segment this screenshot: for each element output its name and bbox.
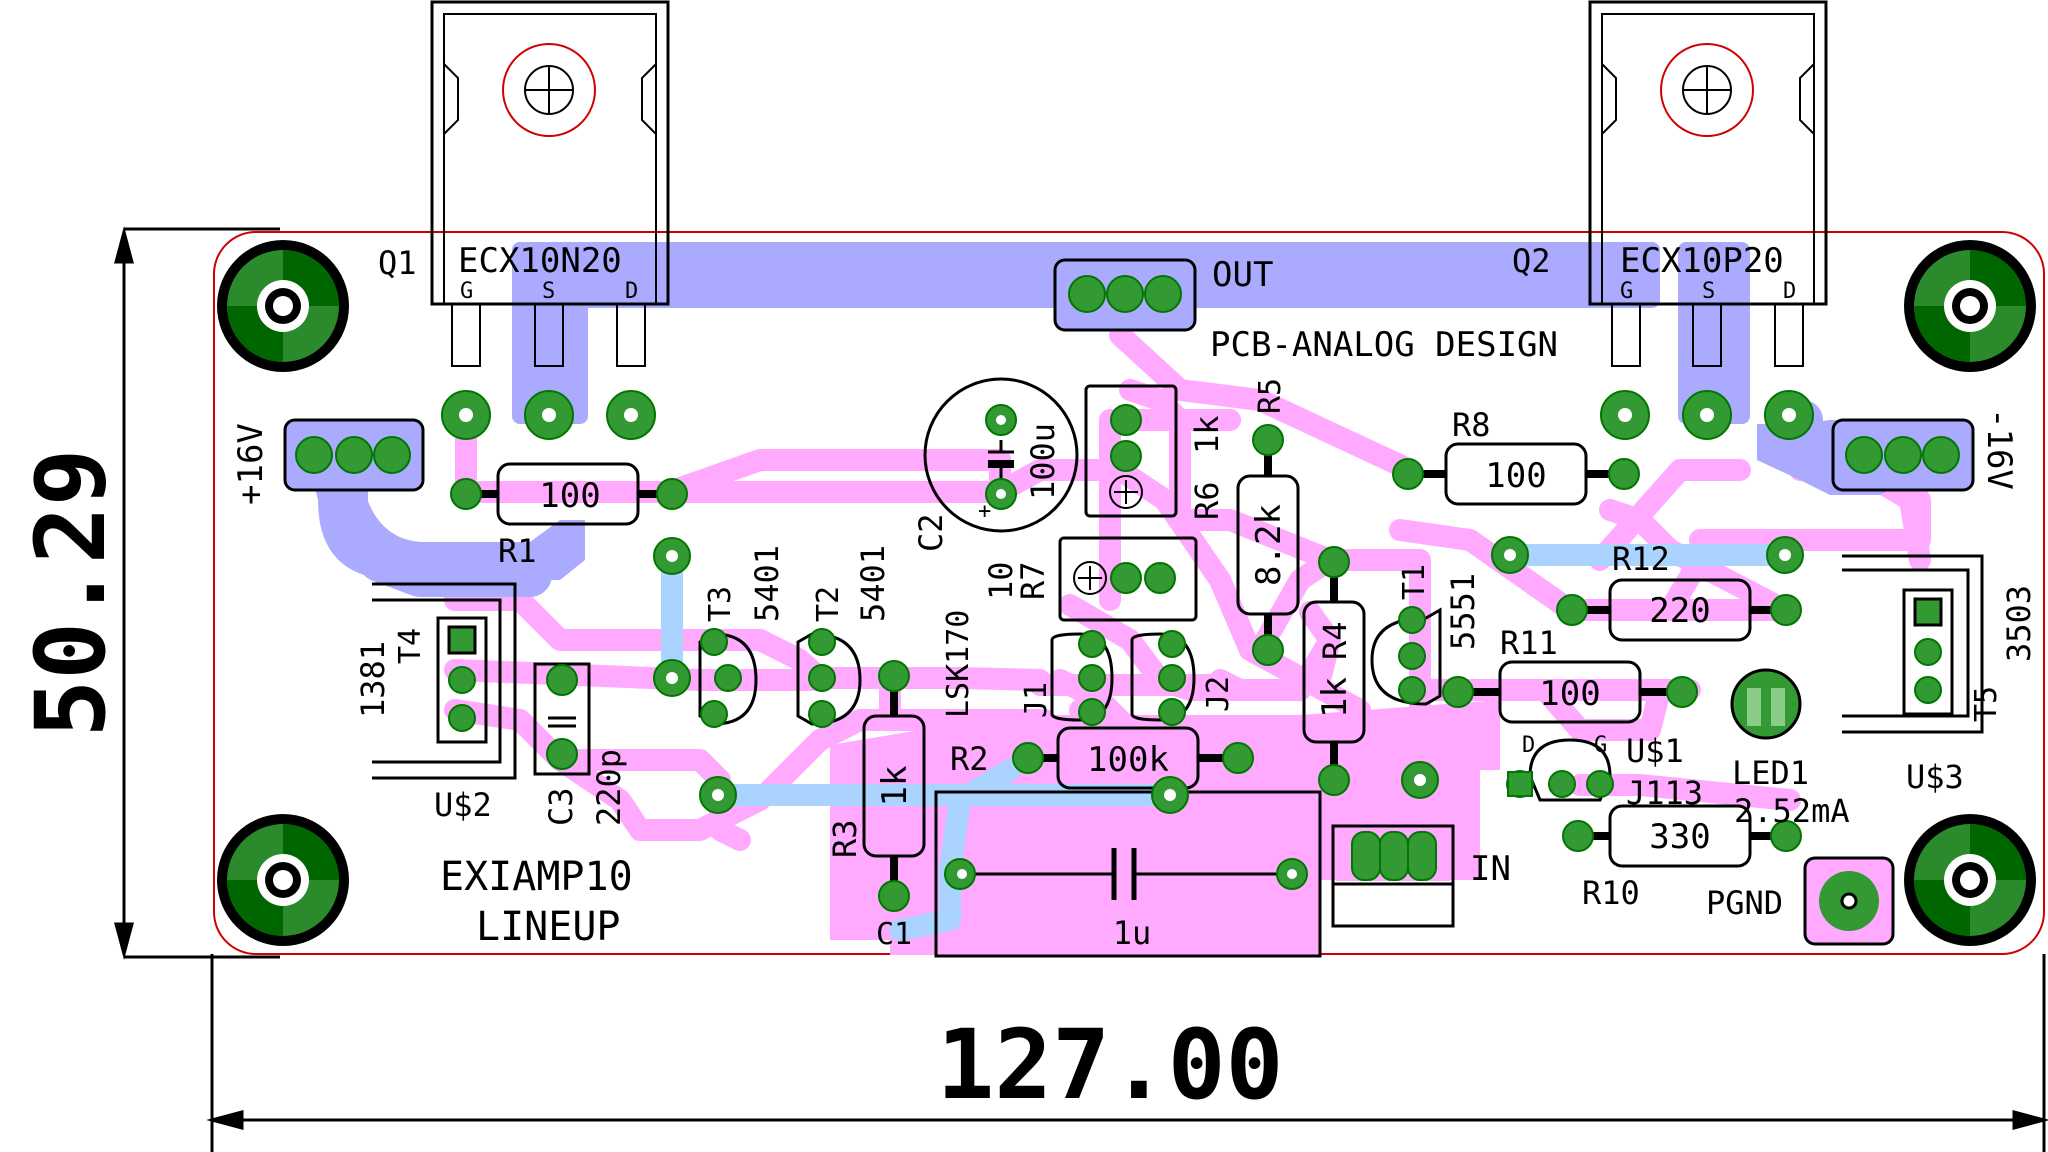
r7-ref: R7 xyxy=(1014,561,1052,600)
pgnd-label: PGND xyxy=(1706,884,1783,922)
bottom-copper-pour-right xyxy=(1300,700,1500,800)
mounting-hole-top-left xyxy=(217,240,349,372)
pad-holes xyxy=(459,408,1796,879)
r10-ref: R10 xyxy=(1582,874,1640,912)
c2-plus: + xyxy=(978,499,991,524)
u1-ref: U$1 xyxy=(1626,732,1684,770)
t5-body xyxy=(1842,554,1984,734)
r10-value: 330 xyxy=(1649,817,1710,857)
mounting-hole-top-right xyxy=(1904,240,2036,372)
dimension-height-label: 50.29 xyxy=(15,449,127,738)
q2-pin-g: G xyxy=(1620,279,1633,304)
r6-ref: R6 xyxy=(1188,481,1226,520)
r4-ref: R4 xyxy=(1316,621,1354,660)
c1-ref: C1 xyxy=(876,917,912,952)
c1-body xyxy=(934,790,1322,958)
r5-value: 8.2k xyxy=(1249,504,1289,586)
c2-value: 100u xyxy=(1024,423,1062,500)
r3-ref: R3 xyxy=(826,819,864,858)
q1-value: ECX10N20 xyxy=(458,241,622,281)
pad-square-u1 xyxy=(1507,771,1533,797)
r1-ref: R1 xyxy=(498,532,537,570)
r6-body xyxy=(1084,384,1178,518)
u2-ref: U$2 xyxy=(434,786,492,824)
r7-body xyxy=(1058,536,1198,622)
u1-pin-d: D xyxy=(1522,733,1535,758)
u3-ref: U$3 xyxy=(1906,758,1964,796)
r12-ref: R12 xyxy=(1612,540,1670,578)
t3-ref: T3 xyxy=(703,586,738,622)
r3-value: 1k xyxy=(875,766,915,807)
t4-value: 1381 xyxy=(354,641,392,718)
t1-value: 5551 xyxy=(1444,573,1482,650)
c1-value: 1u xyxy=(1113,914,1152,952)
q2-value: ECX10P20 xyxy=(1620,241,1784,281)
q1-package xyxy=(430,0,670,367)
top-copper-trace xyxy=(324,438,552,597)
minus16v-label: -16V xyxy=(1979,408,2019,490)
q1-pin-g: G xyxy=(460,279,473,304)
led1-ref: LED1 xyxy=(1732,754,1809,792)
plus16v-label: +16V xyxy=(231,423,271,505)
q1-pin-d: D xyxy=(625,279,638,304)
t5-value: 3503 xyxy=(2000,585,2038,662)
q2-ref: Q2 xyxy=(1512,242,1551,280)
board-name-line1: EXIAMP10 xyxy=(440,854,633,900)
t5-ref: T5 xyxy=(1969,686,2004,722)
u1-value: J113 xyxy=(1626,774,1703,812)
led1-value: 2.52mA xyxy=(1734,792,1850,830)
t2-ref: T2 xyxy=(811,586,846,622)
r7-value: 10 xyxy=(982,561,1020,600)
pad-square-t5 xyxy=(1913,597,1943,627)
dimension-width-label: 127.00 xyxy=(937,1009,1284,1121)
r11-value: 100 xyxy=(1539,674,1600,714)
q1-ref: Q1 xyxy=(378,244,417,282)
j2-body xyxy=(1130,632,1196,722)
led1-body xyxy=(1730,668,1802,740)
t1-ref: T1 xyxy=(1397,564,1432,600)
dimension-lines xyxy=(114,226,2048,1152)
t4-ref: T4 xyxy=(393,628,428,664)
r11-ref: R11 xyxy=(1500,624,1558,662)
u1-pin-g: G xyxy=(1594,733,1607,758)
j1-ref: J1 xyxy=(1019,682,1054,718)
r5-ref: R5 xyxy=(1253,378,1288,414)
q2-pin-s: S xyxy=(1702,279,1715,304)
r4-value: 1k xyxy=(1315,677,1355,718)
board-name-line2: LINEUP xyxy=(476,904,621,950)
r8-value: 100 xyxy=(1485,456,1546,496)
c2-ref: C2 xyxy=(912,513,950,552)
t3-value: 5401 xyxy=(748,545,786,622)
r8-ref: R8 xyxy=(1452,406,1491,444)
q2-package xyxy=(1588,0,1828,367)
pgnd-connector xyxy=(1803,856,1895,946)
j2-ref: J2 xyxy=(1201,676,1236,712)
r6-value: 1k xyxy=(1188,415,1226,454)
j1-value: LSK170 xyxy=(941,610,976,718)
mounting-hole-bottom-left xyxy=(217,814,349,946)
r12-value: 220 xyxy=(1649,591,1710,631)
t2-value: 5401 xyxy=(854,545,892,622)
q1-pin-s: S xyxy=(542,279,555,304)
r1-value: 100 xyxy=(539,476,600,516)
t4-body xyxy=(372,582,517,780)
brand-text: PCB-ANALOG DESIGN xyxy=(1210,325,1558,365)
j1-body xyxy=(1050,632,1114,722)
q2-pin-d: D xyxy=(1783,279,1796,304)
r2-ref: R2 xyxy=(950,740,989,778)
in-label: IN xyxy=(1470,849,1511,889)
mounting-hole-bottom-right xyxy=(1904,814,2036,946)
pad-square-t4 xyxy=(447,625,477,655)
c3-value: 220p xyxy=(590,749,628,826)
r2-value: 100k xyxy=(1087,740,1169,780)
c3-ref: C3 xyxy=(542,787,580,826)
out-label: OUT xyxy=(1212,255,1273,295)
